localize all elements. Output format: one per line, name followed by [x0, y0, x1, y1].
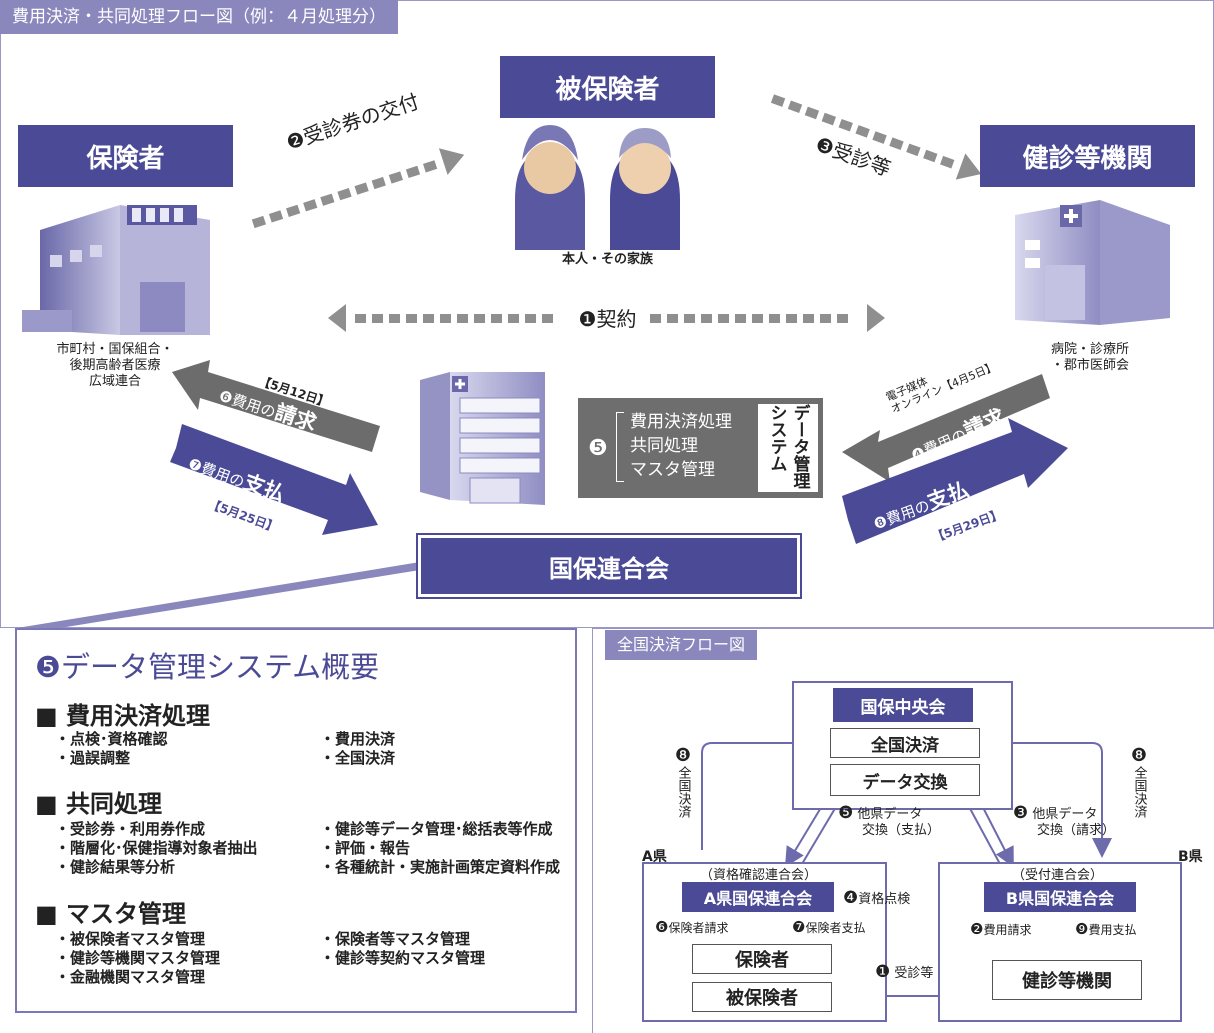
flow-graphics — [17, 94, 1170, 628]
summary-box: ❺データ管理システム概要 ■ 費用決済処理 ・点検･資格確認 ・過誤調整 ・費用… — [15, 628, 577, 1013]
checkup-org-label: 健診等機関 — [980, 125, 1195, 187]
national-flow-panel — [592, 628, 1214, 1033]
step-3-label: ❸ 他県データ 交換（請求） — [1013, 803, 1116, 839]
step-2-label: ❷費用請求 — [970, 920, 1032, 938]
insured-caption: 本人・その家族 — [561, 252, 653, 267]
section-master-left: ・被保険者マスタ管理 ・健診等機関マスタ管理 ・金融機関マスタ管理 — [55, 930, 221, 986]
section-joint-right: ・健診等データ管理･総括表等作成 ・評価・報告 ・各種統計・実施計画策定資料作成 — [320, 820, 561, 876]
insurer-caption: 市町村・国保組合・ 後期高齢者医療 広域連合 — [56, 342, 174, 389]
callout-connector — [17, 562, 420, 628]
hospital-building-icon — [1015, 200, 1170, 325]
section-settlement-left: ・点検･資格確認 ・過誤調整 — [55, 730, 168, 767]
pref-a-label: A県 — [642, 849, 667, 865]
central-association-label: 国保中央会 — [833, 688, 973, 722]
pref-b-subtitle: （受付連合会） — [1012, 868, 1104, 883]
step-6-label: ❻保険者請求 — [655, 918, 729, 936]
payment-arrow-to-checkup — [842, 418, 1068, 544]
data-system-label: データ管理 システム — [758, 404, 818, 492]
ticket-delivery-arrow — [251, 148, 465, 229]
insured-family-icon — [515, 125, 680, 250]
national-flow-tab: 全国決済フロー図 — [605, 630, 758, 660]
section-heading-master: ■ マスタ管理 — [35, 900, 187, 928]
insurer-building-icon — [22, 205, 210, 335]
data-system-items: 費用決済処理 共同処理 マスタ管理 — [630, 412, 732, 480]
data-exchange-box: データ交換 — [830, 764, 980, 796]
section-settlement-right: ・費用決済 ・全国決済 — [320, 730, 396, 767]
contract-label: ❶契約 — [565, 303, 650, 332]
step-8-right-label: ❽ 全国決済 — [1130, 745, 1148, 818]
pref-a-rengokai: A県国保連合会 — [682, 882, 834, 912]
national-settlement-box: 全国決済 — [830, 728, 980, 758]
section-master-right: ・保険者等マスタ管理 ・健診等契約マスタ管理 — [320, 930, 486, 967]
checkup-caption: 病院・診療所 ・郡市医師会 — [1050, 342, 1129, 373]
flow-insurer-box: 保険者 — [692, 944, 832, 974]
rengokai-label: 国保連合会 — [416, 533, 802, 599]
section-joint-left: ・受診券・利用券作成 ・階層化･保健指導対象者抽出 ・健診結果等分析 — [55, 820, 258, 876]
pref-b-rengokai: B県国保連合会 — [984, 882, 1136, 912]
step-7-label: ❼保険者支払 — [792, 918, 866, 936]
flow-checkup-box: 健診等機関 — [992, 960, 1142, 1000]
section-heading-settlement: ■ 費用決済処理 — [35, 702, 211, 730]
step-9-label: ❾費用支払 — [1075, 920, 1137, 938]
step-8-left-label: ❽ 全国決済 — [674, 745, 692, 818]
pref-b-label: B県 — [1178, 849, 1203, 865]
data-system-number: ❺ — [588, 436, 608, 461]
pref-a-subtitle: （資格確認連合会） — [700, 868, 818, 883]
billing-arrow-to-insurer — [172, 360, 380, 452]
step-1-label: ❶ 受診等 — [875, 962, 934, 982]
data-system-box: ❺ 費用決済処理 共同処理 マスタ管理 データ管理 システム — [578, 398, 823, 498]
insured-label: 被保険者 — [500, 56, 715, 118]
visit-arrow — [770, 94, 982, 180]
data-system-bracket — [616, 412, 624, 482]
payment-arrow-to-rengokai — [170, 424, 378, 535]
section-heading-joint: ■ 共同処理 — [35, 790, 163, 818]
step-5-label: ❺ 他県データ 交換（支払） — [838, 803, 941, 839]
page-title: 費用決済・共同処理フロー図（例：４月処理分） — [0, 0, 398, 34]
summary-title: ❺データ管理システム概要 — [35, 650, 380, 684]
billing-arrow-from-checkup — [842, 374, 1050, 482]
step-4-label: ❹資格点検 — [843, 888, 911, 908]
flow-insured-box: 被保険者 — [692, 982, 832, 1012]
insurer-label: 保険者 — [18, 125, 233, 187]
contract-arrow — [328, 304, 885, 332]
rengokai-building-icon — [420, 372, 545, 505]
